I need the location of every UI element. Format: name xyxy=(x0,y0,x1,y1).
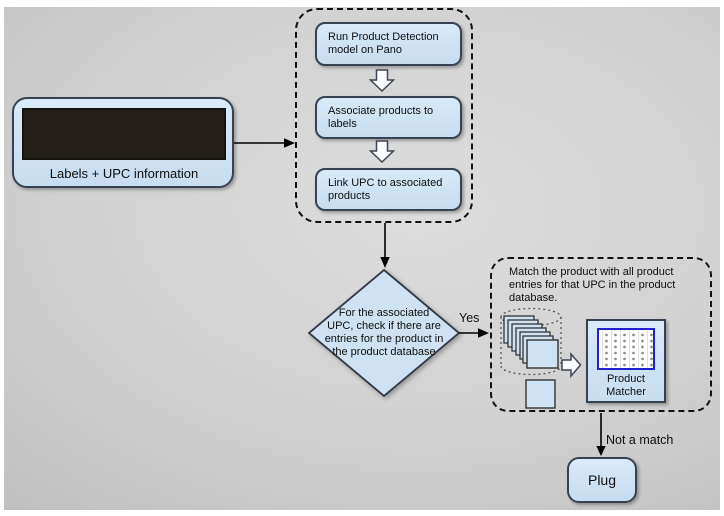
yes-label: Yes xyxy=(459,311,480,325)
diagram-canvas: Labels + UPC information Run Product Det… xyxy=(4,7,720,510)
not-a-match-label: Not a match xyxy=(606,433,674,447)
input-caption: Labels + UPC information xyxy=(49,165,199,181)
plug-label: Plug xyxy=(587,472,617,488)
pipeline-group: Run Product Detection model on Pano Asso… xyxy=(295,8,473,223)
decision-diamond xyxy=(307,269,461,397)
neural-network-icon xyxy=(597,328,655,370)
plug-node: Plug xyxy=(567,457,637,503)
shelf-panorama-image xyxy=(22,108,226,160)
step-link-upc: Link UPC to associated products xyxy=(315,168,462,211)
input-node: Labels + UPC information xyxy=(12,97,234,188)
product-matcher-label: Product Matcher xyxy=(606,373,646,398)
match-description: Match the product with all product entri… xyxy=(509,266,676,304)
step-run-product-detection-label: Run Product Detection model on Pano xyxy=(328,31,439,56)
match-group: Match the product with all product entri… xyxy=(490,257,712,412)
step-associate-products-label: Associate products to labels xyxy=(328,104,434,130)
step-associate-products: Associate products to labels xyxy=(315,96,462,139)
decision-label: For the associated UPC, check if there a… xyxy=(324,307,444,358)
step-link-upc-label: Link UPC to associated products xyxy=(328,176,443,202)
product-matcher-node: Product Matcher xyxy=(586,319,666,403)
decision-diamond-shape xyxy=(307,269,461,397)
step-run-product-detection: Run Product Detection model on Pano xyxy=(315,22,462,66)
